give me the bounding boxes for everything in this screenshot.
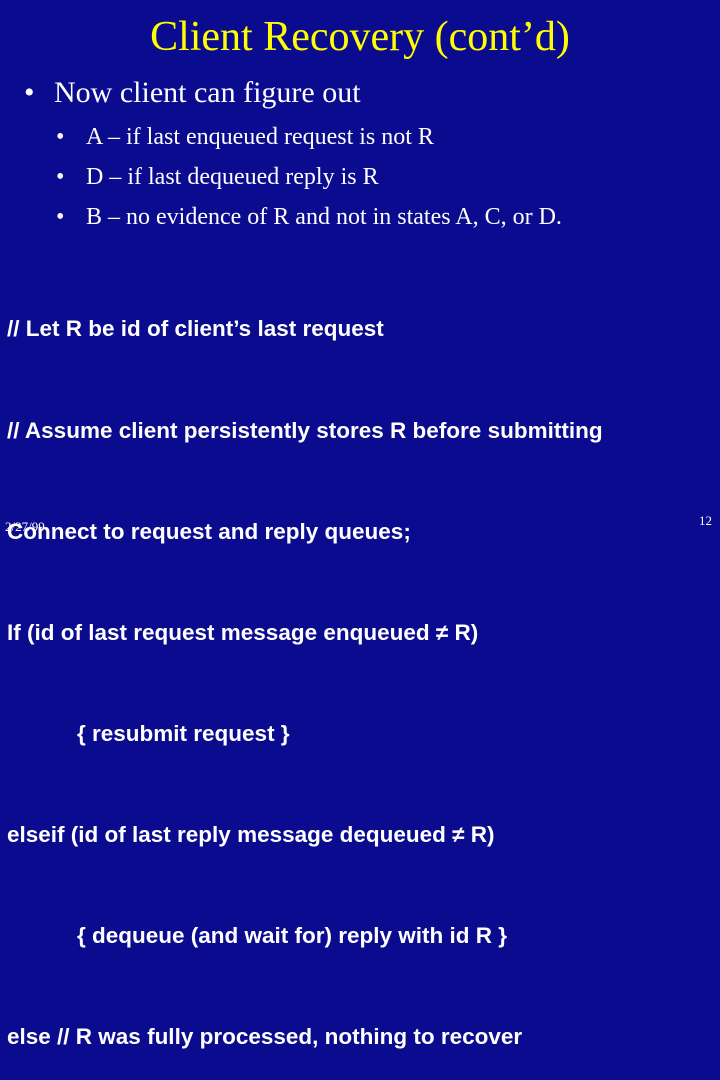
bullet-marker: •: [56, 204, 65, 230]
sub-bullet-item: • B – no evidence of R and not in states …: [56, 197, 562, 237]
main-bullet: • Now client can figure out: [24, 76, 361, 110]
pseudocode-block: // Let R be id of client’s last request …: [7, 245, 720, 1080]
page-number: 12: [699, 513, 712, 528]
bullet-marker: •: [56, 164, 65, 190]
sub-bullet-text: B – no evidence of R and not in states A…: [86, 204, 562, 230]
sub-bullet-item: • A – if last enqueued request is not R: [56, 117, 562, 157]
code-line: // Let R be id of client’s last request: [7, 316, 384, 342]
bullet-marker: •: [24, 76, 35, 109]
code-line: { resubmit request }: [77, 720, 290, 746]
sub-bullet-item: • D – if last dequeued reply is R: [56, 157, 562, 197]
main-bullet-text: Now client can figure out: [54, 76, 361, 109]
code-line: { dequeue (and wait for) reply with id R…: [77, 923, 508, 949]
code-line: else // R was fully processed, nothing t…: [7, 1024, 523, 1050]
sub-bullet-text: D – if last dequeued reply is R: [86, 164, 379, 190]
code-line: // Assume client persistently stores R b…: [7, 417, 603, 443]
code-line: Connect to request and reply queues;: [7, 518, 411, 544]
footer-date: 2/27/99: [5, 519, 45, 534]
code-line: elseif (id of last reply message dequeue…: [7, 821, 495, 847]
slide-title: Client Recovery (cont’d): [150, 14, 570, 60]
sub-bullet-list: • A – if last enqueued request is not R •…: [56, 117, 562, 237]
slide: Client Recovery (cont’d) • Now client can…: [5, 14, 712, 1050]
sub-bullet-text: A – if last enqueued request is not R: [86, 124, 434, 150]
code-line: If (id of last request message enqueued …: [7, 619, 479, 645]
bullet-marker: •: [56, 124, 65, 150]
